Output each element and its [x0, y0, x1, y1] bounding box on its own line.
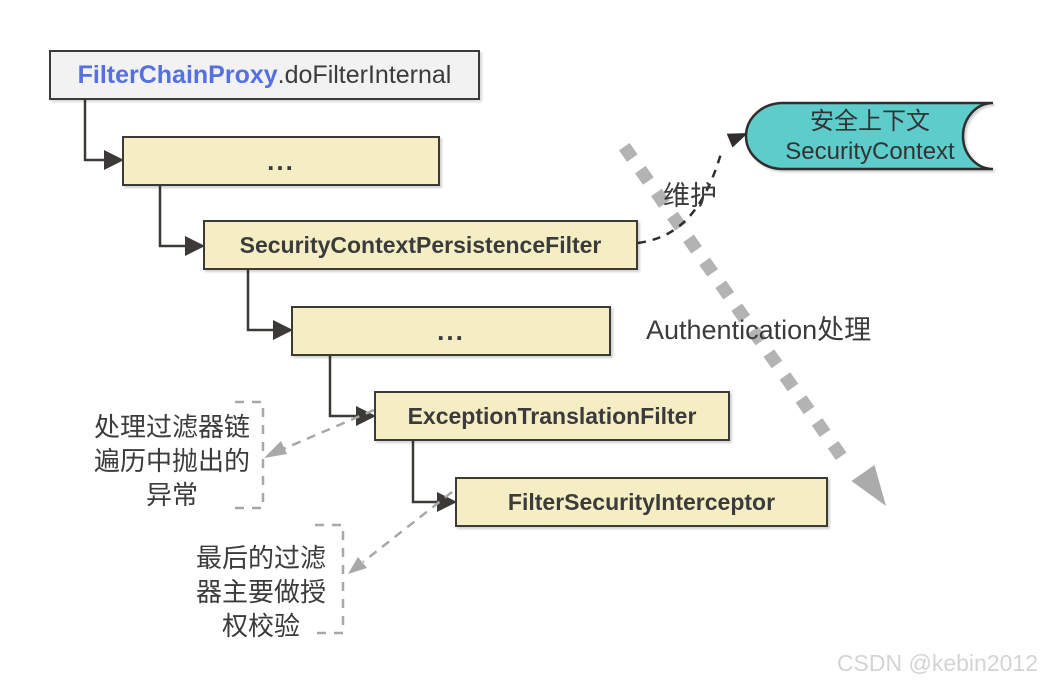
- edge-label-authentication: Authentication处理: [646, 315, 872, 345]
- note-arrow-2-line: [362, 491, 453, 563]
- connector-arrow-3: [246, 270, 293, 340]
- auth-flow-arrowhead: [851, 465, 886, 506]
- filter-box-label: ExceptionTranslationFilter: [407, 402, 697, 429]
- connector-arrow-4: [328, 356, 376, 426]
- maintain-arrowhead: [726, 133, 748, 148]
- store-label-line1: 安全上下文: [810, 108, 930, 135]
- connector-arrow-1: [83, 100, 124, 170]
- filter-box-security-context-persistence: SecurityContextPersistenceFilter: [203, 220, 638, 270]
- filter-chain-proxy-class-name: FilterChainProxy: [77, 60, 278, 89]
- filter-box-exception-translation: ExceptionTranslationFilter: [374, 391, 730, 441]
- filter-box-ellipsis-2: ...: [291, 306, 611, 356]
- note-arrow-1-head: [264, 441, 287, 458]
- watermark: CSDN @kebin2012: [836, 650, 1038, 676]
- filter-chain-proxy-box: FilterChainProxy.doFilterInternal: [49, 50, 480, 100]
- store-label-line2: SecurityContext: [785, 138, 955, 165]
- auth-flow-dotted-line: [618, 142, 858, 476]
- connector-arrow-2: [158, 186, 205, 256]
- security-context-store-shape: [744, 101, 994, 171]
- filter-box-label: ...: [437, 315, 465, 346]
- maintain-dashed-arrow: [637, 149, 724, 245]
- filter-box-ellipsis-1: ...: [122, 136, 440, 186]
- annotation-exception-note: 处理过滤器链 遍历中抛出的 异常: [93, 412, 250, 510]
- filter-chain-proxy-method: .doFilterInternal: [277, 60, 452, 89]
- filter-box-filter-security-interceptor: FilterSecurityInterceptor: [455, 477, 828, 527]
- filter-box-label: ...: [267, 145, 295, 176]
- filter-box-label: FilterSecurityInterceptor: [507, 488, 776, 515]
- note-arrow-2-head: [348, 557, 367, 574]
- annotation-authorization-note: 最后的过滤 器主要做授 权校验: [195, 543, 326, 641]
- security-context-store-label: 安全上下文 SecurityContext: [762, 106, 978, 168]
- note-arrow-1-line: [280, 408, 375, 452]
- filter-box-label: SecurityContextPersistenceFilter: [239, 231, 602, 258]
- edge-label-maintain: 维护: [663, 181, 717, 211]
- connector-arrow-5: [411, 441, 457, 512]
